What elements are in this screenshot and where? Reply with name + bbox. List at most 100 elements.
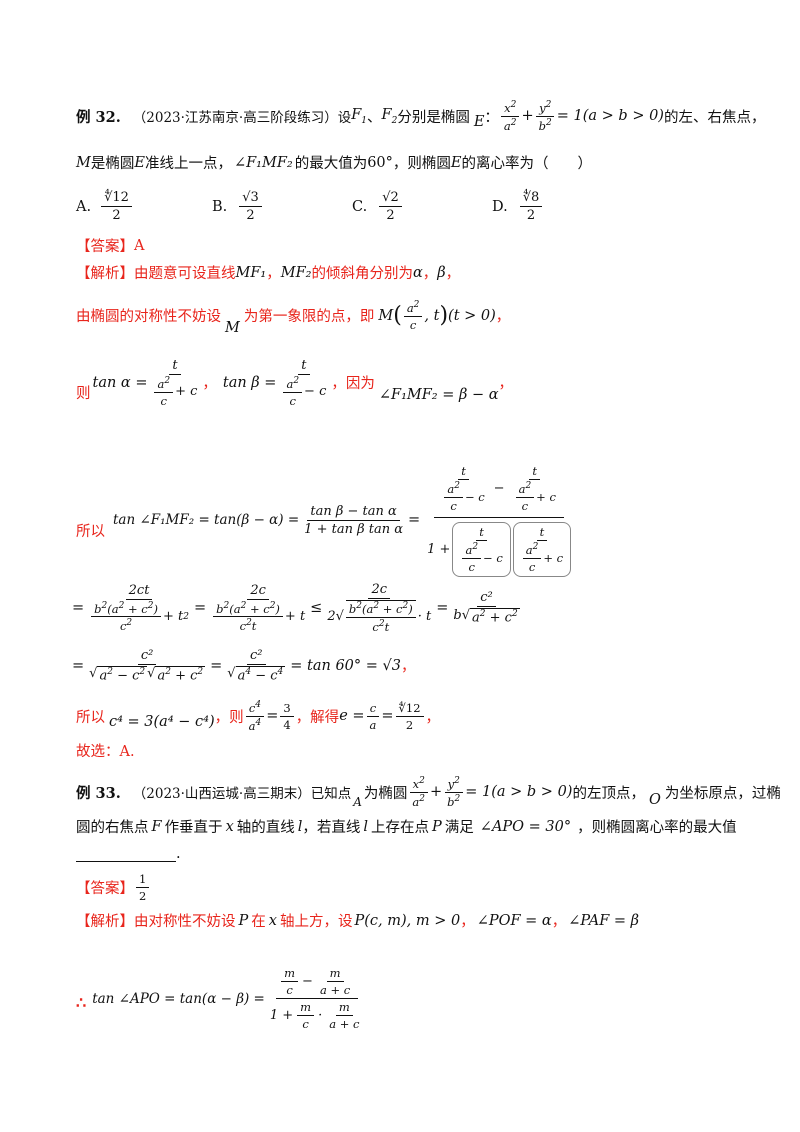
ex33-l2: l <box>363 818 369 835</box>
a5-eq2: = <box>193 599 207 616</box>
ex32-colon: ： <box>484 109 499 126</box>
ex33-text3: 为坐标原点，过椭 <box>664 785 781 802</box>
a3-end: ， <box>498 376 514 393</box>
ex33-l2f: 满足 <box>444 820 474 836</box>
ex32-m: M <box>76 154 91 171</box>
ex33-text1: 为椭圆 <box>363 785 408 802</box>
ex33-l2a: 圆的右焦点 <box>76 820 149 836</box>
a2-text: 由椭圆的对称性不妨设 <box>76 309 221 326</box>
a4-eq: = <box>408 512 421 529</box>
ex32-tail: 的左、右焦点， <box>663 109 766 126</box>
ex32-cond: = 1(a > b > 0) <box>556 108 664 125</box>
ex33-c1-paf: ∠PAF = β <box>568 912 640 929</box>
ex33-l2e: 上存在点 <box>371 820 430 836</box>
ex33-text2: 的左顶点， <box>572 785 645 802</box>
therefore-symbol: ∴ <box>76 993 87 1012</box>
ex33-c1: 由对称性不妨设 <box>134 914 236 930</box>
a3-comma: ， <box>202 376 217 393</box>
option-a-letter: A. <box>76 198 92 215</box>
a2-point: M <box>378 307 394 324</box>
ex32-sep: 、 <box>367 109 382 126</box>
ex33-answer-tag: 【答案】 <box>76 881 134 897</box>
ex33-source: （2023·山西运城·高三期末）已知点 <box>132 786 352 803</box>
a1-text: 由题意可设直线 <box>134 266 236 282</box>
ex33-x: x <box>225 818 234 835</box>
a7-e: e = <box>339 708 365 725</box>
ex33-l2d: ，若直线 <box>302 820 361 836</box>
ex33-c1-c: 轴上方，设 <box>279 914 353 930</box>
a3-tana: tan α = <box>92 374 148 391</box>
ex32-e2: E <box>134 154 145 171</box>
a6-frac2: c² √a4 − c4 <box>227 648 286 684</box>
ex32-line2: M 是椭圆 E 准线上一点， ∠F₁MF₂ 的最大值为 60° ，则椭圆 E 的… <box>76 152 592 173</box>
ex32-analysis-line4: 所以 tan ∠F₁MF₂ = tan(β − α) = tan β − tan… <box>76 464 576 577</box>
ex32-analysis-line6: = c² √a2 − c2√a2 + c2 = c² √a4 − c4 = ta… <box>72 648 415 683</box>
ex32-text5: 的离心率为（ ） <box>461 156 593 172</box>
ex32-f1: F1 <box>351 106 368 126</box>
a3-yinwei: ，因为 <box>331 376 375 393</box>
a6-eq1: = <box>72 657 85 674</box>
ex33-c2-lhs: tan ∠APO = tan(α − β) = <box>92 990 265 1007</box>
a7-eq: c⁴ = 3(a⁴ − c⁴) <box>109 714 215 731</box>
a1-beta: β <box>437 264 446 281</box>
a6-end: ， <box>400 659 416 676</box>
ex33-analysis-line1: 【解析】 由对称性不妨设 P 在 x 轴上方，设 P(c, m), m > 0 … <box>76 910 639 931</box>
ex33-cond: = 1(a > b > 0) <box>465 784 573 801</box>
a3-tanb: tan β = <box>222 374 277 391</box>
ex33-label: 例 33. <box>76 784 121 802</box>
a5-frac4: c² b√a2 + c2 <box>453 590 520 626</box>
a3-angle: ∠F₁MF₂ = β − α <box>378 386 499 403</box>
ex33-c1-pt: P(c, m), m > 0 <box>354 912 461 929</box>
ex32-text4: ，则椭圆 <box>392 156 451 172</box>
ex33-l2c: 轴的直线 <box>236 820 295 836</box>
ex33-f: F <box>151 818 162 835</box>
ex33-c1-x: x <box>268 912 277 929</box>
a6-frac1: c² √a2 − c2√a2 + c2 <box>89 648 206 684</box>
a2-text2: 为第一象限的点，即 <box>243 309 375 326</box>
ex32-text: 是椭圆 <box>90 156 135 172</box>
answer-blank[interactable] <box>76 847 176 862</box>
a7-eq-sign: = <box>266 708 279 725</box>
a1-mf2: MF₂ <box>280 264 312 281</box>
a6-result: = tan 60° = √3 <box>290 657 401 674</box>
ex33-period: . <box>176 846 181 862</box>
ex33-p: P <box>432 818 442 835</box>
ex32-final: 故选：A. <box>76 740 135 761</box>
ex33-line3: . <box>76 846 181 862</box>
a2-cond: (t > 0) <box>448 307 496 324</box>
ex32-e3: E <box>450 154 462 171</box>
ex32-deg: 60° <box>367 154 393 171</box>
option-c-letter: C. <box>352 198 368 215</box>
a5-eq3: = <box>436 599 449 616</box>
option-b-letter: B. <box>212 198 228 215</box>
ex33-analysis-tag: 【解析】 <box>76 914 134 930</box>
ex33-line2: 圆的右焦点 F 作垂直于 x 轴的直线 l ，若直线 l 上存在点 P 满足 ∠… <box>76 816 737 837</box>
ex32-fenbie: 分别是椭圆 <box>397 109 470 126</box>
ex32-e: E <box>473 114 485 131</box>
ex33-o: O <box>648 792 661 809</box>
a5-frac2: 2c b2(a2 + c2)c2t+ t <box>208 583 308 633</box>
